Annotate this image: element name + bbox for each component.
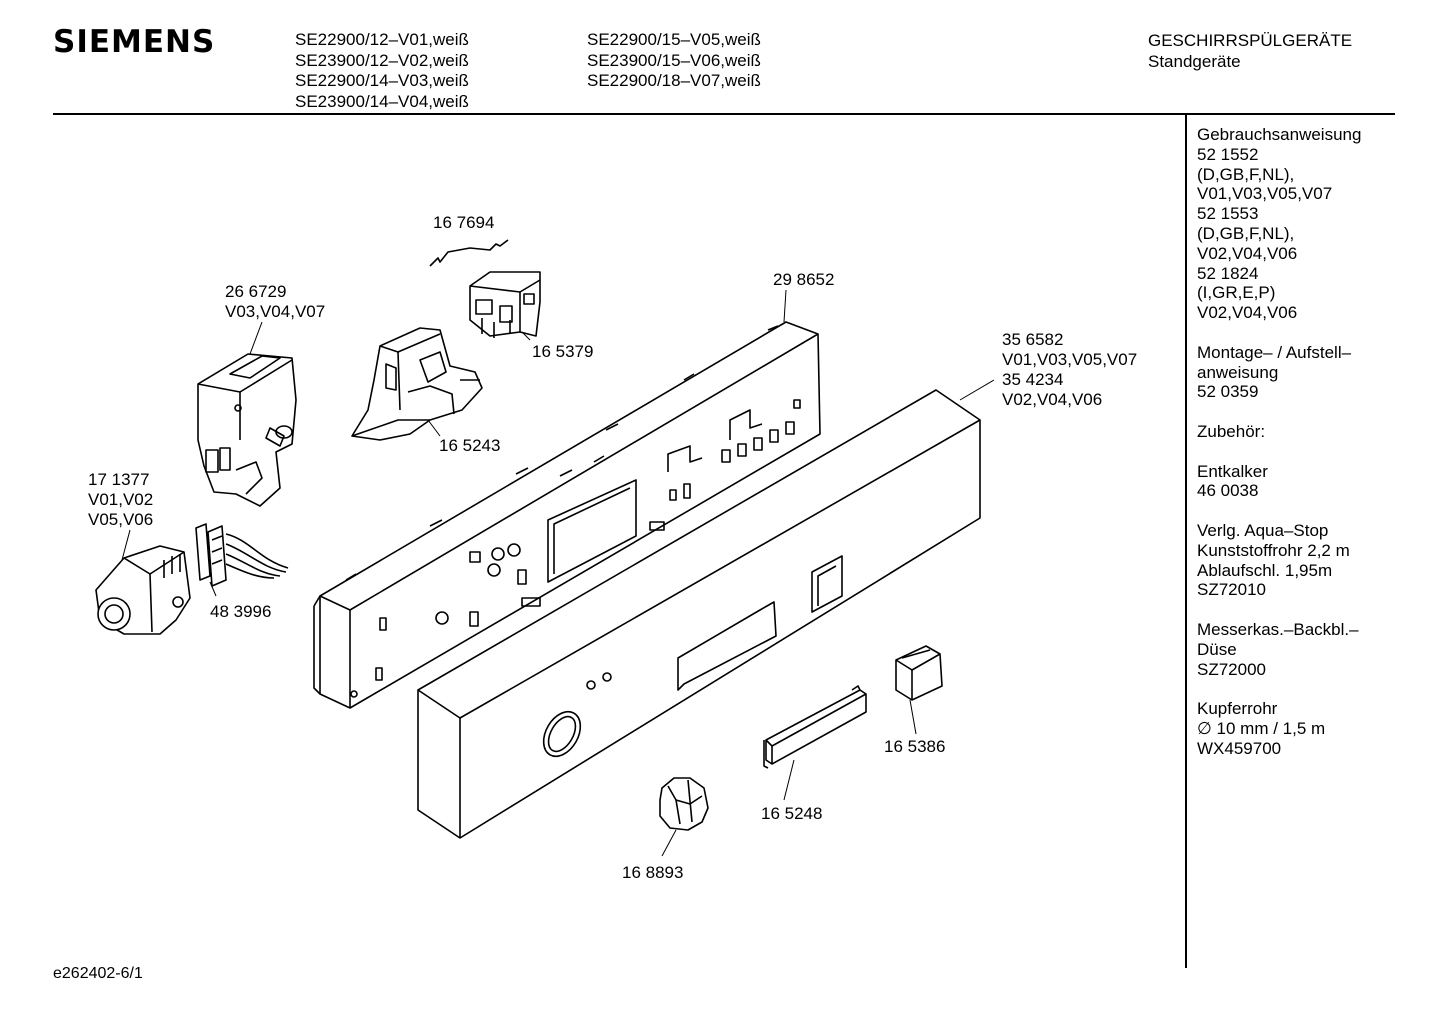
model-item: SE23900/12–V02,weiß — [295, 50, 469, 70]
part-number: 16 5243 — [439, 436, 501, 455]
sidebar-divider — [1185, 115, 1187, 968]
header-divider — [53, 113, 1395, 115]
part-label-298652: 29 8652 — [773, 270, 834, 290]
category-subtitle: Standgeräte — [1148, 52, 1241, 71]
model-list-2: SE22900/15–V05,weiß SE23900/15–V06,weiß … — [587, 30, 761, 92]
part-number: 16 5386 — [884, 737, 946, 756]
sidebar-line: 52 1824 — [1197, 263, 1259, 283]
category-heading: GESCHIRRSPÜLGERÄTE Standgeräte — [1148, 30, 1352, 72]
sidebar-line: WX459700 — [1197, 738, 1282, 758]
sidebar-line: V01,V03,V05,V07 — [1197, 184, 1333, 204]
inner-frame-part — [313, 321, 821, 709]
control-module-part — [197, 353, 297, 507]
part-label-165248: 16 5248 — [761, 804, 822, 824]
part-number: 35 6582 — [1002, 330, 1064, 349]
bracket-holder-part — [351, 327, 483, 441]
sidebar-line: Montage– / Aufstell– — [1197, 342, 1352, 362]
part-variants: V02,V04,V06 — [1002, 390, 1103, 409]
part-variants: V01,V03,V05,V07 — [1002, 350, 1138, 369]
part-number: 35 4234 — [1002, 370, 1064, 389]
part-number: 16 8893 — [622, 863, 684, 882]
part-label-165386: 16 5386 — [884, 737, 945, 757]
sidebar-line: Gebrauchsanweisung — [1197, 125, 1362, 144]
accessories-sidebar: Gebrauchsanweisung 52 1552 (D,GB,F,NL), … — [1197, 125, 1361, 778]
model-item: SE22900/15–V05,weiß — [587, 30, 761, 49]
sidebar-line: 52 1553 — [1197, 204, 1259, 224]
sidebar-line: 46 0038 — [1197, 481, 1259, 501]
model-item: SE23900/15–V06,weiß — [587, 50, 761, 70]
sidebar-line: Zubehör: — [1197, 421, 1266, 441]
sidebar-line: Ablaufschl. 1,95m — [1197, 560, 1333, 580]
model-item: SE23900/14–V04,weiß — [295, 91, 469, 111]
part-label-168893: 16 8893 — [622, 863, 683, 883]
sidebar-line: Düse — [1197, 639, 1237, 659]
sidebar-line: Verlg. Aqua–Stop — [1197, 520, 1329, 540]
part-label-483996: 48 3996 — [210, 602, 271, 622]
sidebar-line: (D,GB,F,NL), — [1197, 223, 1295, 243]
part-label-165243: 16 5243 — [439, 436, 500, 456]
rotary-knob-part — [659, 777, 709, 831]
sidebar-block-aquastop: Verlg. Aqua–Stop Kunststoffrohr 2,2 m Ab… — [1197, 521, 1361, 600]
sidebar-line: SZ72000 — [1197, 659, 1266, 679]
part-label-266729: 26 6729 V03,V04,V07 — [225, 282, 325, 322]
sidebar-block-manual: Gebrauchsanweisung 52 1552 (D,GB,F,NL), … — [1197, 125, 1361, 323]
sidebar-block-accessories: Zubehör: — [1197, 422, 1361, 442]
brand-logo: SIEMENS — [53, 24, 216, 60]
sidebar-block-nozzle: Messerkas.–Backbl.– Düse SZ72000 — [1197, 620, 1361, 679]
sidebar-line: SZ72010 — [1197, 580, 1266, 600]
part-number: 17 1377 — [88, 470, 150, 489]
part-label-165379: 16 5379 — [532, 342, 593, 362]
sidebar-line: V02,V04,V06 — [1197, 303, 1298, 323]
model-list-1: SE22900/12–V01,weiß SE23900/12–V02,weiß … — [295, 30, 469, 112]
model-item: SE22900/12–V01,weiß — [295, 30, 469, 49]
timer-assembly-part — [95, 545, 191, 635]
part-variants: V01,V02 — [88, 490, 154, 509]
part-number: 48 3996 — [210, 602, 272, 621]
display-strip-part — [763, 685, 867, 769]
sidebar-line: (I,GR,E,P) — [1197, 283, 1276, 303]
sidebar-line: 52 1552 — [1197, 144, 1259, 164]
part-number: 26 6729 — [225, 282, 287, 301]
part-number: 16 5248 — [761, 804, 823, 823]
wire-harness-part — [195, 523, 289, 587]
part-number: 29 8652 — [773, 270, 835, 289]
part-number: 16 7694 — [433, 213, 495, 232]
sidebar-line: 52 0359 — [1197, 382, 1259, 402]
part-label-171377: 17 1377 V01,V02 V05,V06 — [88, 470, 153, 530]
sidebar-line: V02,V04,V06 — [1197, 243, 1298, 263]
sidebar-line: Kunststoffrohr 2,2 m — [1197, 540, 1350, 560]
sidebar-line: Kupferrohr — [1197, 699, 1278, 719]
front-panel-part — [417, 389, 981, 839]
switch-module-part — [469, 271, 541, 338]
sidebar-line: anweisung — [1197, 362, 1279, 382]
sidebar-line: Entkalker — [1197, 461, 1268, 481]
wire-spring-part — [429, 239, 509, 267]
sidebar-block-copper-pipe: Kupferrohr ∅ 10 mm / 1,5 m WX459700 — [1197, 699, 1361, 758]
part-label-167694: 16 7694 — [433, 213, 494, 233]
sidebar-block-descaler: Entkalker 46 0038 — [1197, 462, 1361, 502]
part-variants: V05,V06 — [88, 510, 154, 529]
drawing-id: e262402-6/1 — [53, 965, 143, 982]
sidebar-line: ∅ 10 mm / 1,5 m — [1197, 718, 1326, 738]
leader-lines — [121, 289, 995, 857]
sidebar-block-installation: Montage– / Aufstell– anweisung 52 0359 — [1197, 343, 1361, 402]
category-title: GESCHIRRSPÜLGERÄTE — [1148, 31, 1353, 50]
part-number: 16 5379 — [532, 342, 594, 361]
part-label-356582: 35 6582 V01,V03,V05,V07 35 4234 V02,V04,… — [1002, 330, 1137, 410]
model-item: SE22900/18–V07,weiß — [587, 71, 761, 90]
sidebar-line: (D,GB,F,NL), — [1197, 164, 1295, 184]
push-button-part — [895, 645, 943, 701]
model-item: SE22900/14–V03,weiß — [295, 71, 469, 90]
part-variants: V03,V04,V07 — [225, 302, 326, 321]
sidebar-line: Messerkas.–Backbl.– — [1197, 619, 1359, 639]
